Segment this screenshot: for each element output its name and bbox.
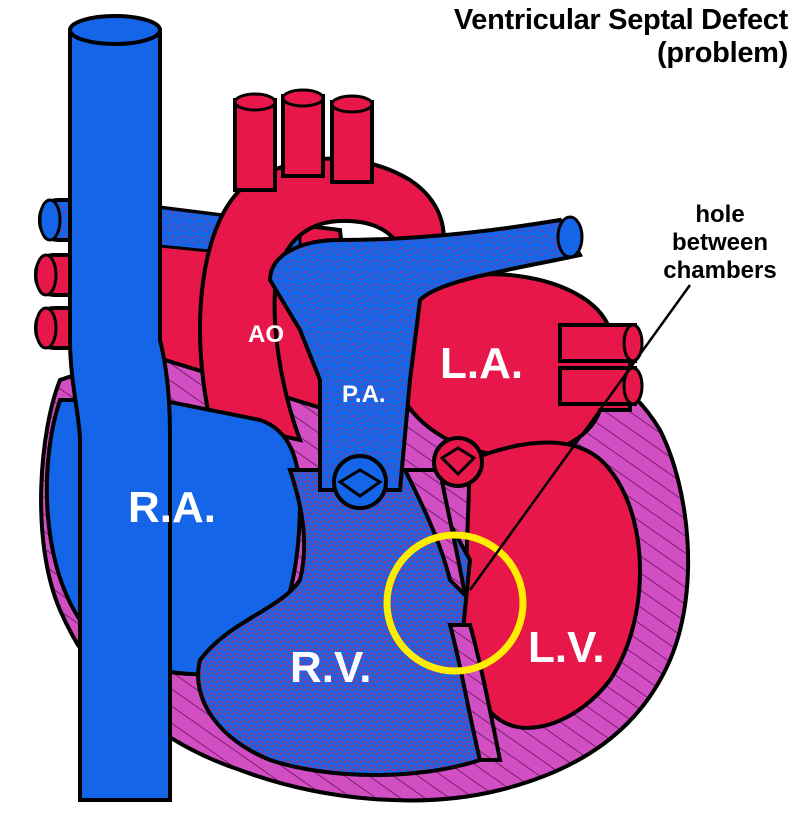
- label-la: L.A.: [440, 339, 523, 388]
- label-ao: AO: [248, 321, 284, 348]
- label-pa: P.A.: [342, 381, 386, 408]
- title-line-1: Ventricular Septal Defect: [454, 4, 788, 37]
- diagram-title: Ventricular Septal Defect (problem): [454, 4, 788, 71]
- pulmonary-valve: [334, 456, 386, 508]
- label-rv: R.V.: [290, 643, 372, 692]
- callout-line-2: between: [672, 229, 768, 256]
- vena-cava: [70, 16, 170, 800]
- aortic-valve: [434, 438, 482, 486]
- title-line-2: (problem): [454, 37, 788, 70]
- label-ra: R.A.: [128, 483, 216, 532]
- callout-line-1: hole: [695, 201, 744, 228]
- label-lv: L.V.: [528, 623, 605, 672]
- callout-line-3: chambers: [663, 257, 776, 284]
